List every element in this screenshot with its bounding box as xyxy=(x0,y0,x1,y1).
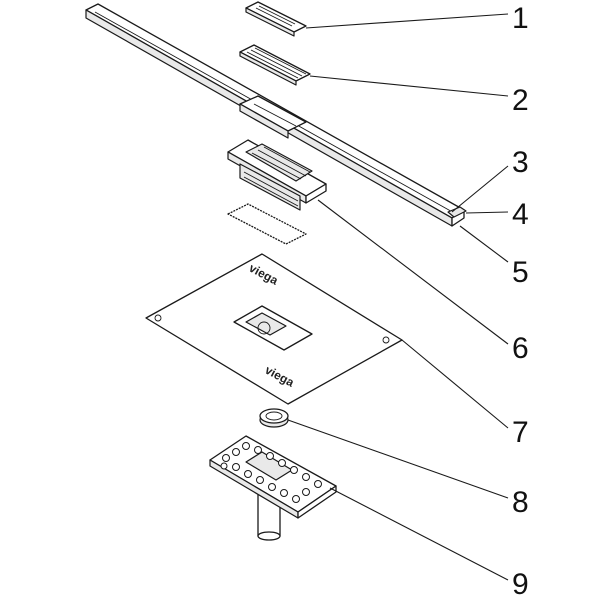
callout-5: 5 xyxy=(512,256,529,289)
callout-9: 9 xyxy=(512,568,529,600)
callout-4: 4 xyxy=(512,198,529,231)
callout-7: 7 xyxy=(512,416,529,449)
callout-2: 2 xyxy=(512,84,529,117)
callout-1: 1 xyxy=(512,2,529,35)
grate-ribbed xyxy=(239,44,311,86)
callout-3: 3 xyxy=(512,146,529,179)
grate-slotted xyxy=(245,1,307,37)
sealing-mat: viega viega xyxy=(145,253,403,405)
drain-body xyxy=(209,435,337,541)
seal-gasket xyxy=(227,203,307,245)
callout-8: 8 xyxy=(512,486,529,519)
callout-6: 6 xyxy=(512,332,529,365)
filter-insert xyxy=(227,139,327,211)
drain-channel xyxy=(85,3,467,227)
drain-body-studs xyxy=(220,442,322,503)
leader-lines xyxy=(287,13,509,581)
drain-cap xyxy=(259,408,289,428)
callout-labels: 1 2 3 4 5 6 7 8 9 xyxy=(512,2,529,600)
